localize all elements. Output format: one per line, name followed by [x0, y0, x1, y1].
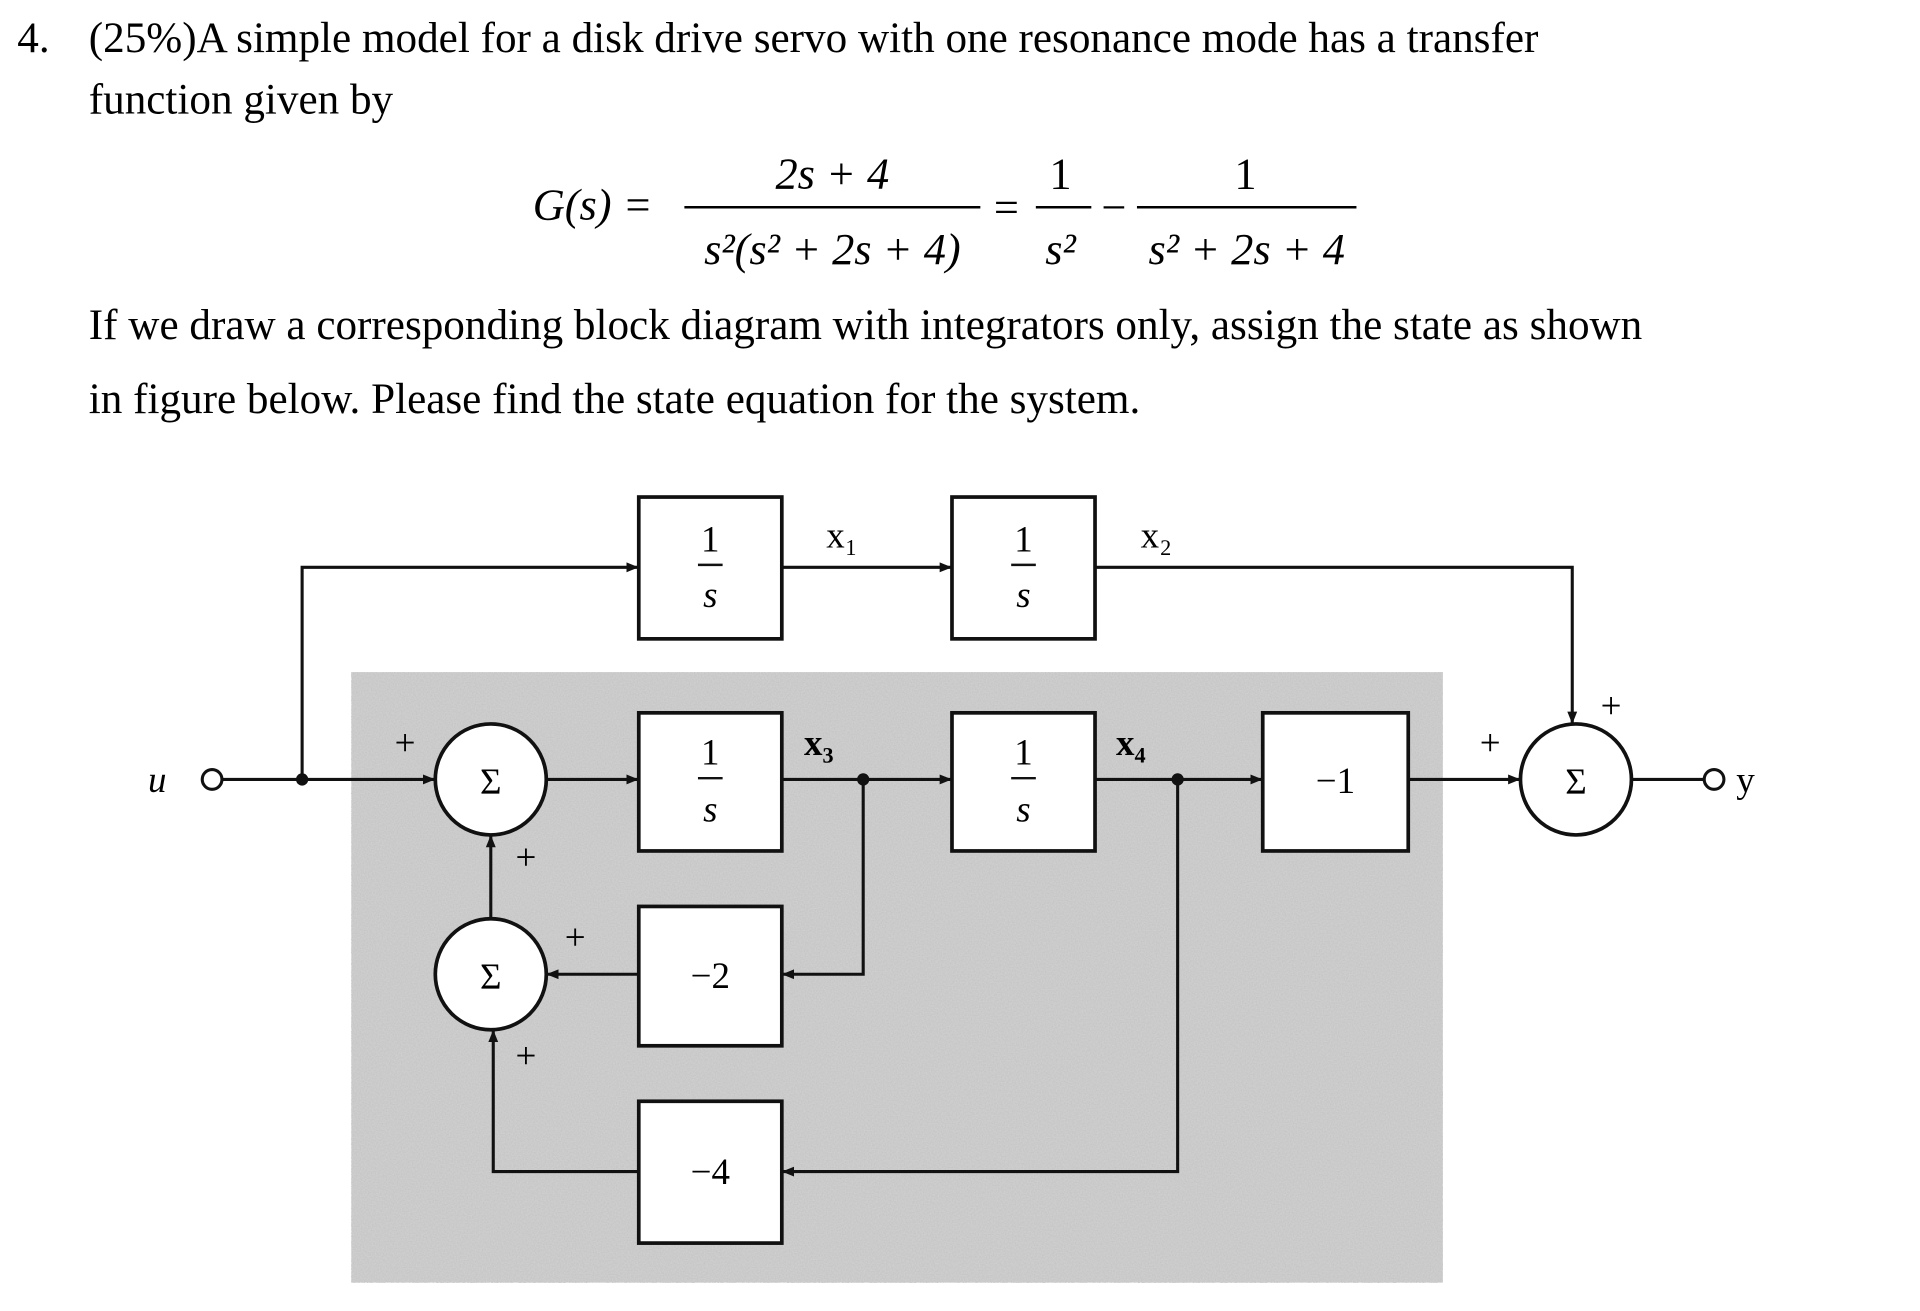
sigma-icon: Σ: [1565, 762, 1587, 803]
integrator-numerator: 1: [701, 733, 719, 774]
integrator-numerator: 1: [1014, 519, 1033, 560]
input-label: u: [148, 760, 167, 801]
fraction1-numerator: 2s + 4: [775, 149, 889, 199]
integrator-denominator: s: [703, 575, 717, 616]
summing-junction-2: Σ: [433, 916, 549, 1032]
state-label-x3: x₃: [804, 723, 834, 764]
fraction3-denominator: s² + 2s + 4: [1148, 224, 1344, 274]
output-label: y: [1736, 760, 1755, 801]
integrator-denominator: s: [1016, 789, 1030, 830]
gain-block-minus2: −2: [636, 904, 784, 1048]
paragraph-line1: If we draw a corresponding block diagram…: [89, 302, 1642, 349]
plus-sign: +: [1601, 686, 1622, 727]
summing-junction-1: Σ: [433, 722, 549, 837]
gain-value: −4: [691, 1152, 730, 1193]
minus-sign: −: [1101, 182, 1126, 232]
output-terminal: [1702, 768, 1726, 791]
fraction1-denominator: s²(s² + 2s + 4): [704, 224, 961, 274]
integrator-denominator: s: [1016, 575, 1030, 616]
problem-text-line2: function given by: [89, 77, 394, 124]
fraction2-denominator: s²: [1045, 224, 1076, 274]
state-label-x1: x₁: [826, 516, 857, 557]
sigma-icon: Σ: [480, 762, 502, 803]
integrator-x1: 1 s: [636, 495, 784, 641]
signal-lines: [221, 562, 1705, 1177]
problem-number: 4.: [17, 15, 49, 62]
block-diagram: u y 1 s 1 s 1 s 1 s: [148, 495, 1755, 1283]
plus-sign: +: [565, 918, 586, 959]
sign-labels: + + + + + +: [395, 686, 1622, 1077]
problem-text-line1: (25%)A simple model for a disk drive ser…: [89, 15, 1539, 62]
transfer-function-equation: G(s) = 2s + 4 s²(s² + 2s + 4) = 1 s² − 1…: [533, 149, 1357, 274]
integrator-numerator: 1: [1014, 733, 1033, 774]
plus-sign: +: [395, 723, 416, 764]
gain-value: −1: [1316, 761, 1355, 802]
fraction3-numerator: 1: [1234, 149, 1256, 199]
integrator-denominator: s: [703, 789, 717, 830]
plus-sign: +: [515, 1036, 536, 1077]
integrator-x2: 1 s: [950, 495, 1097, 641]
state-label-x2: x₂: [1141, 516, 1172, 557]
integrator-x3: 1 s: [636, 710, 784, 853]
integrator-x4: 1 s: [950, 710, 1097, 853]
equals-sign: =: [994, 182, 1019, 232]
paragraph-line2: in figure below. Please find the state e…: [89, 376, 1140, 423]
state-label-x4: x₄: [1116, 723, 1146, 764]
fraction2-numerator: 1: [1049, 149, 1071, 199]
gain-block-minus4: −4: [636, 1099, 784, 1245]
plus-sign: +: [1480, 723, 1501, 764]
summing-junction-output: Σ: [1518, 722, 1634, 837]
plus-sign: +: [515, 837, 536, 878]
sigma-icon: Σ: [480, 957, 502, 998]
gain-value: −2: [691, 956, 730, 997]
input-terminal: [200, 768, 224, 791]
equation-lhs: G(s) =: [533, 180, 653, 230]
integrator-numerator: 1: [701, 519, 719, 560]
gain-block-minus1: −1: [1260, 710, 1411, 853]
